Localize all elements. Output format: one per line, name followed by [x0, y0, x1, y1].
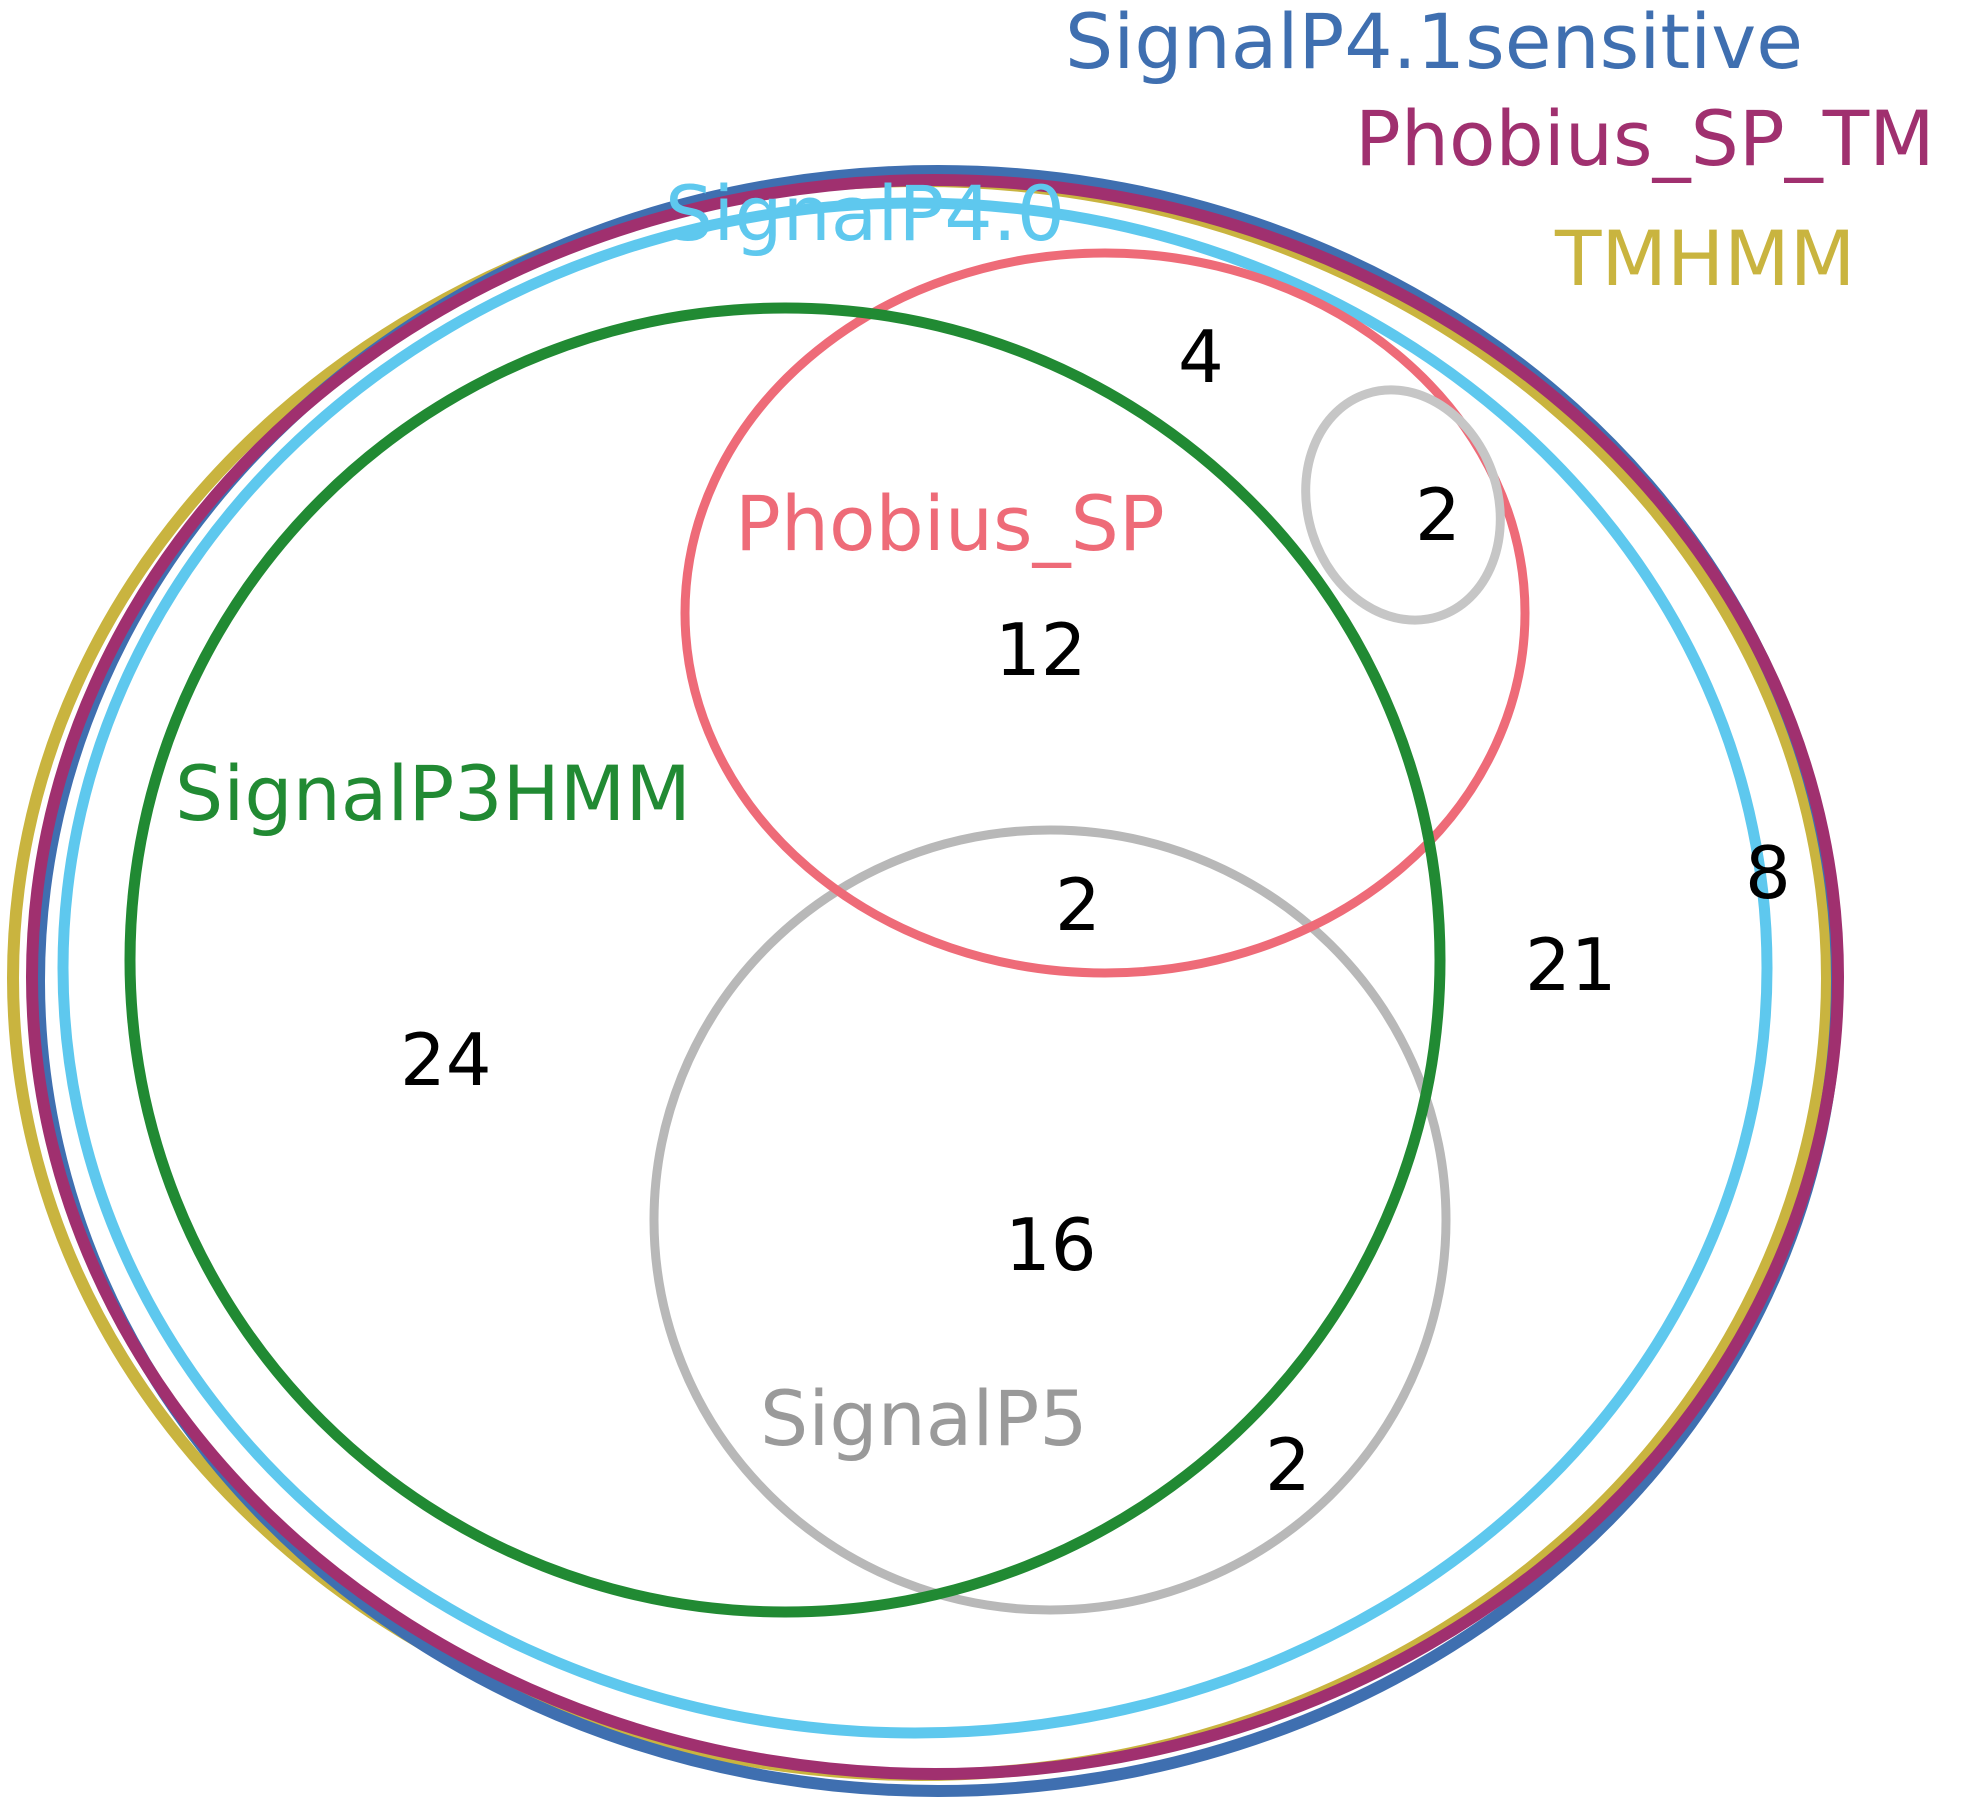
phobius-sp-ellipse: [680, 248, 1530, 978]
count-signalp3hmm-signalp5: 16: [1005, 1203, 1097, 1287]
count-phobius-sp-only: 4: [1178, 315, 1224, 399]
label-signalp5: SignalP5: [760, 1374, 1088, 1463]
label-phobius-sp: Phobius_SP: [735, 479, 1165, 568]
count-signalp5-only: 2: [1265, 1423, 1311, 1507]
count-outer-ring: 8: [1745, 831, 1791, 915]
label-signalp3hmm: SignalP3HMM: [175, 749, 691, 838]
count-signalp40-only: 21: [1525, 923, 1617, 1007]
signalp40-ellipse: [57, 197, 1773, 1739]
label-tmhmm: TMHMM: [1554, 214, 1855, 303]
phobius-sp-tm-ellipse: [26, 174, 1844, 1780]
signalp5-ellipse: [649, 825, 1451, 1615]
count-small-ellipse: 2: [1415, 473, 1461, 557]
small-unlabeled-ellipse: [1301, 385, 1505, 625]
count-signalp3hmm-only: 24: [400, 1018, 492, 1102]
signalp3hmm-ellipse: [124, 302, 1446, 1618]
count-phobius-sp-signalp3hmm-signalp5: 2: [1055, 863, 1101, 947]
label-signalp40: SignalP4.0: [665, 169, 1065, 258]
label-phobius-sp-tm: Phobius_SP_TM: [1355, 94, 1935, 183]
count-phobius-sp-signalp3hmm: 12: [995, 608, 1087, 692]
label-signalp41sensitive: SignalP4.1sensitive: [1065, 0, 1803, 86]
